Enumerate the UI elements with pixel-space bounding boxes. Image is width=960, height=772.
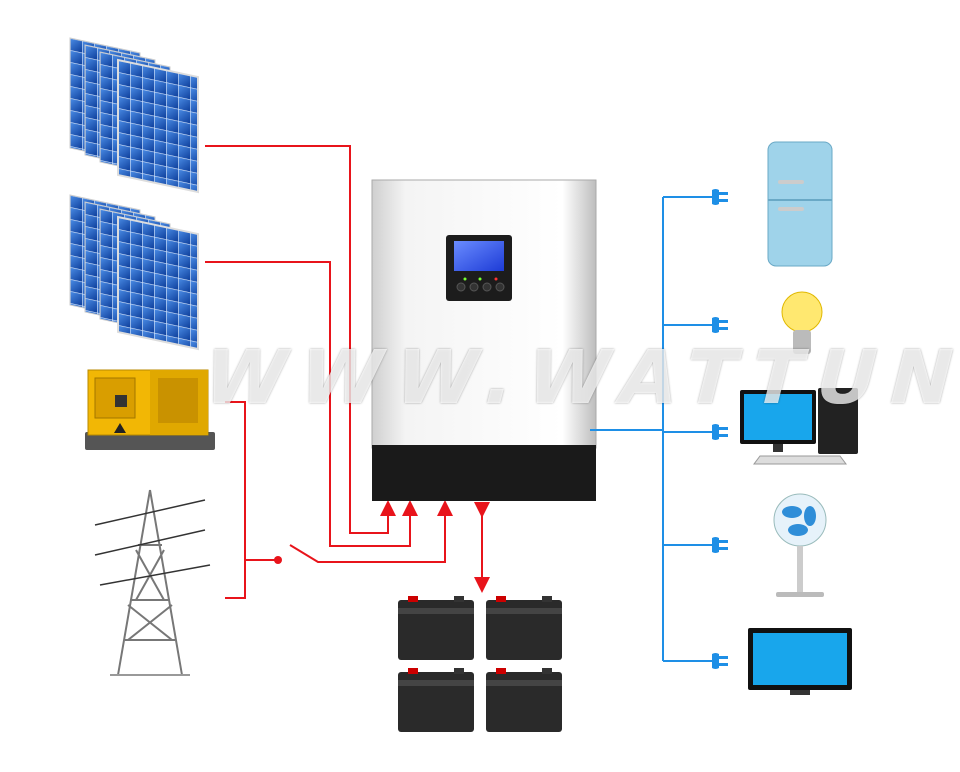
- plug-icon: [712, 653, 728, 669]
- solar-panel-array-1: [69, 37, 199, 194]
- button-icon: [456, 282, 466, 292]
- power-transmission-tower: [94, 489, 211, 676]
- plug-icon: [712, 317, 728, 333]
- plug-icon: [712, 424, 728, 440]
- diesel-generator: [85, 369, 215, 450]
- desktop-computer-icon: [740, 388, 858, 465]
- plug-icons: [712, 189, 728, 669]
- button-icon: [469, 282, 479, 292]
- wire-solar-2: [205, 261, 418, 547]
- battery-bank: [398, 596, 562, 732]
- output-wiring: [590, 196, 712, 662]
- switch-contact-icon: [274, 556, 282, 564]
- light-bulb-icon: [781, 291, 823, 354]
- led-icon: [463, 277, 467, 281]
- wire-generator-grid: [225, 401, 246, 599]
- solar-panel-array-2: [69, 194, 199, 351]
- input-wiring: [205, 145, 490, 599]
- watermark: WWW.WATTUNEED.COM: [194, 335, 960, 421]
- hybrid-inverter: [371, 179, 597, 501]
- lcd-screen: [454, 241, 504, 271]
- television-icon: [748, 628, 852, 695]
- button-icon: [495, 282, 505, 292]
- wire-solar-1: [205, 145, 396, 534]
- transfer-switch: [289, 500, 453, 563]
- plug-icon: [712, 537, 728, 553]
- led-icon: [494, 277, 498, 281]
- button-icon: [482, 282, 492, 292]
- electric-fan-icon: [773, 493, 827, 597]
- led-icon: [478, 277, 482, 281]
- plug-icon: [712, 189, 728, 205]
- refrigerator-icon: [767, 141, 833, 267]
